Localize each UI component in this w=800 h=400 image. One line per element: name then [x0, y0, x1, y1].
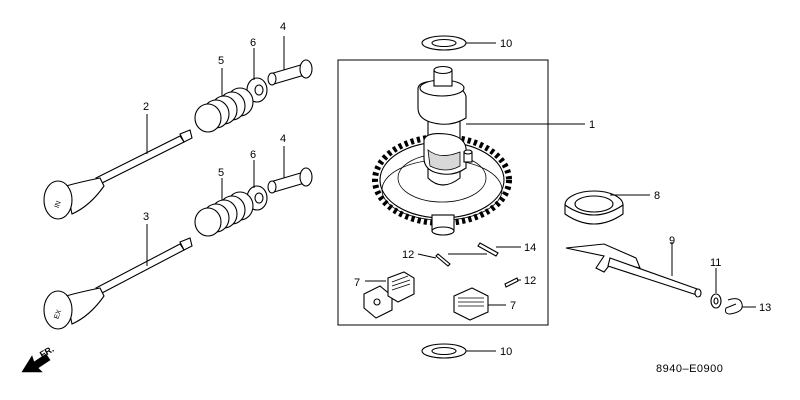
callout-4-upper: 4 [280, 21, 286, 33]
direction-arrow: FR. [21, 344, 56, 373]
clip [725, 298, 756, 315]
callout-4-lower: 4 [280, 133, 286, 145]
spring-upper [194, 68, 254, 133]
washer-top [421, 35, 496, 51]
callout-3: 3 [143, 211, 149, 223]
callout-11: 11 [710, 257, 721, 269]
pin-upper-12 [435, 253, 487, 267]
callout-12-upper: 12 [402, 249, 414, 261]
callout-6-upper: 6 [250, 37, 256, 49]
weight-right [453, 287, 506, 321]
front-arrow-icon [21, 353, 51, 373]
valve-exhaust-mark: EX [53, 309, 63, 320]
callout-5-upper: 5 [218, 55, 224, 67]
valve-intake-mark: IN [54, 200, 63, 209]
callout-2: 2 [143, 101, 149, 113]
weight-left [363, 271, 415, 319]
pin-lower-12 [504, 277, 521, 288]
pin-14 [477, 242, 521, 257]
direction-label: FR. [38, 344, 56, 360]
callout-14: 14 [524, 242, 536, 254]
washer-small [710, 268, 722, 309]
callout-13: 13 [759, 302, 771, 314]
valve-intake: IN [43, 114, 193, 220]
washer-bottom [421, 343, 496, 359]
retainer-lower [267, 146, 313, 194]
camshaft [372, 65, 585, 236]
callout-10-top: 10 [500, 38, 512, 50]
camshaft-group-frame [337, 59, 549, 326]
callout-8: 8 [654, 190, 660, 202]
valve-exhaust: EX [43, 224, 193, 330]
governor-arm [565, 242, 702, 298]
callout-6-lower: 6 [250, 149, 256, 161]
diagram-code: 8940–E0900 [656, 363, 723, 375]
callout-7-left: 7 [354, 277, 360, 289]
seal [564, 190, 650, 225]
callout-5-lower: 5 [218, 167, 224, 179]
leader-12-upper [417, 253, 437, 259]
spring-lower [194, 178, 254, 237]
callout-7-right: 7 [510, 300, 516, 312]
callout-9: 9 [669, 235, 675, 247]
retainer-upper [267, 36, 313, 86]
callout-12-lower: 12 [524, 275, 536, 287]
callout-1: 1 [589, 119, 595, 131]
callout-10-bottom: 10 [500, 346, 512, 358]
